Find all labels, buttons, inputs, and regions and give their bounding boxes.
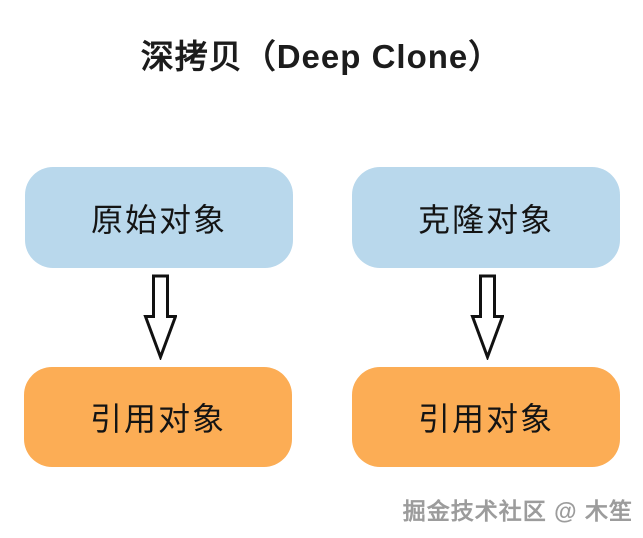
node-reference-object-left-label: 引用对象 xyxy=(89,401,226,437)
node-original-object: 原始对象 xyxy=(25,167,293,268)
node-clone-object-label: 克隆对象 xyxy=(417,201,554,238)
diagram-title: 深拷贝（Deep Clone） xyxy=(140,38,503,75)
node-reference-object-left: 引用对象 xyxy=(24,367,292,467)
down-arrow-icon xyxy=(143,274,177,360)
node-clone-object: 克隆对象 xyxy=(352,167,620,268)
node-reference-object-right: 引用对象 xyxy=(352,367,620,467)
node-original-object-label: 原始对象 xyxy=(90,201,227,238)
down-arrow-icon xyxy=(470,274,504,360)
watermark: 掘金技术社区 @ 木笙 xyxy=(402,498,633,524)
node-reference-object-right-label: 引用对象 xyxy=(417,401,554,437)
